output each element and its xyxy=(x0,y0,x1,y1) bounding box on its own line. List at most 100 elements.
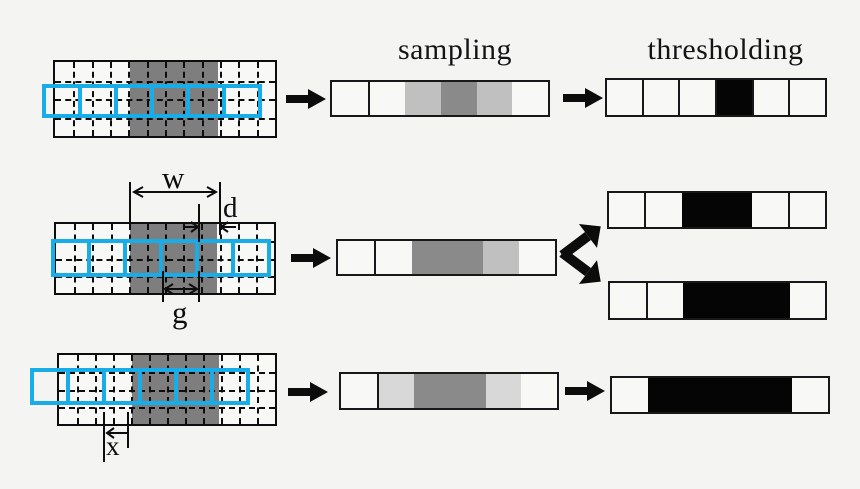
dim-tick-d xyxy=(198,204,200,242)
strip-cell xyxy=(485,374,522,408)
dim-arrow-w-icon xyxy=(131,186,219,198)
strip-cell xyxy=(680,80,718,115)
pixel-grid-row1 xyxy=(53,60,277,138)
scan-square xyxy=(51,239,91,277)
strip-cell xyxy=(790,80,826,115)
strip-cell xyxy=(411,241,448,274)
arrow-right-icon xyxy=(563,88,603,108)
dim-tick-w-left xyxy=(129,182,131,222)
strip-cell xyxy=(332,82,370,115)
arrow-right-icon xyxy=(291,248,331,268)
strip-cell xyxy=(447,241,484,274)
strip-cell xyxy=(612,378,648,412)
strip-cell xyxy=(717,80,754,115)
scan-square xyxy=(78,84,118,118)
sampling-title: sampling xyxy=(398,33,512,66)
scan-square xyxy=(138,368,178,405)
strip-cell xyxy=(647,283,683,318)
scan-square xyxy=(87,239,127,277)
label-g: g xyxy=(172,295,188,330)
scan-square xyxy=(123,239,163,277)
grid-dashed-hline xyxy=(59,406,275,409)
scan-square xyxy=(102,368,142,405)
strip-cell xyxy=(441,82,477,115)
label-x: x xyxy=(106,431,120,461)
sampling-strip-row1 xyxy=(330,80,550,117)
scan-square xyxy=(159,239,199,277)
strip-cell xyxy=(369,82,406,115)
strip-cell xyxy=(405,82,442,115)
scan-square xyxy=(66,368,106,405)
strip-cell xyxy=(610,283,648,318)
thresholding-strip-row2-lower xyxy=(608,281,827,320)
dim-tick-x-left xyxy=(103,412,105,462)
strip-cell xyxy=(512,82,549,115)
dim-tick-w-right xyxy=(219,182,221,235)
arrow-right-icon xyxy=(565,381,605,401)
strip-cell xyxy=(646,193,682,227)
strip-cell xyxy=(716,193,753,227)
scan-window-row2 xyxy=(51,239,271,277)
grid-dashed-hline xyxy=(59,372,275,375)
scan-square xyxy=(195,239,235,277)
strip-cell xyxy=(720,378,756,412)
strip-cell xyxy=(718,283,754,318)
thresholding-strip-row2-upper xyxy=(607,191,827,229)
grid-dashed-hline xyxy=(55,80,275,83)
grid-dashed-hline xyxy=(59,389,275,392)
strip-cell xyxy=(683,283,719,318)
strip-cell xyxy=(607,80,644,115)
scan-square xyxy=(222,84,262,118)
grid-dashed-hline xyxy=(56,258,274,261)
scan-square xyxy=(30,368,70,405)
sampling-strip-row2 xyxy=(336,239,557,276)
dim-arrow-d-left-icon xyxy=(220,221,236,233)
strip-cell xyxy=(414,374,451,408)
strip-cell xyxy=(792,378,828,412)
strip-cell xyxy=(375,241,412,274)
strip-cell xyxy=(378,374,415,408)
scan-square xyxy=(210,368,250,405)
label-w: w xyxy=(162,160,185,195)
dim-tick-g-right xyxy=(198,271,200,302)
strip-cell xyxy=(476,82,513,115)
label-d: d xyxy=(223,192,238,224)
scan-square xyxy=(231,239,271,277)
dim-tick-x-right xyxy=(127,412,129,448)
strip-cell xyxy=(789,283,825,318)
strip-cell xyxy=(648,378,684,412)
dim-arrow-g-icon xyxy=(163,283,199,295)
dim-tick-g-left xyxy=(162,271,164,302)
strip-cell xyxy=(643,80,681,115)
strip-cell xyxy=(754,283,790,318)
thresholding-title: thresholding xyxy=(647,33,804,66)
sampling-strip-row3 xyxy=(339,372,559,410)
scan-window-row1 xyxy=(42,84,262,118)
scan-window-row3 xyxy=(30,368,250,405)
dim-arrow-x-icon xyxy=(105,427,128,439)
strip-cell xyxy=(684,378,720,412)
strip-cell xyxy=(789,193,825,227)
strip-cell xyxy=(609,193,647,227)
thresholding-strip-row3 xyxy=(610,376,830,414)
scan-square xyxy=(174,368,214,405)
scan-square xyxy=(186,84,226,118)
scan-square xyxy=(42,84,82,118)
strip-cell xyxy=(753,80,791,115)
pixel-grid-row3 xyxy=(57,353,277,426)
strip-cell xyxy=(756,378,792,412)
strip-cell xyxy=(681,193,717,227)
strip-cell xyxy=(341,374,379,408)
grid-dashed-hline xyxy=(55,99,275,101)
strip-cell xyxy=(752,193,790,227)
strip-cell xyxy=(483,241,520,274)
strip-cell xyxy=(521,374,558,408)
scan-square xyxy=(114,84,154,118)
strip-cell xyxy=(519,241,555,274)
strip-cell xyxy=(338,241,376,274)
grid-dashed-hline xyxy=(55,117,275,120)
branch-arrow-icon xyxy=(559,223,601,285)
arrow-right-icon xyxy=(288,382,328,402)
scan-square xyxy=(150,84,190,118)
